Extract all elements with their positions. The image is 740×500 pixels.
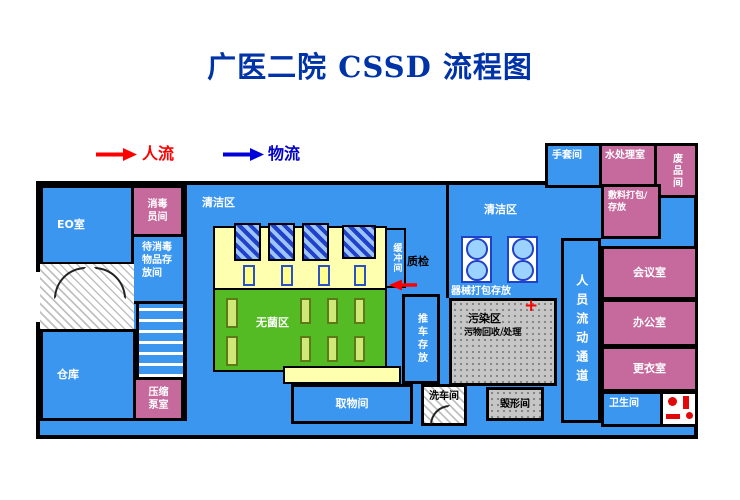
personnel-corridor: 人员流动通道: [561, 238, 601, 423]
room-awaiting-disinfection: 待消毒物品存放间: [131, 234, 186, 304]
room-cart-storage: 推车存放: [402, 294, 440, 384]
work-table: [327, 336, 338, 362]
work-table: [226, 298, 238, 328]
staircase: [136, 301, 186, 380]
room-toilet: 卫生间: [601, 391, 663, 427]
room-contaminated: 污染区 污物回收/处理: [449, 298, 557, 386]
work-table: [354, 265, 366, 286]
material-flow-arrow-icon: [223, 148, 264, 161]
room-pickup: 取物间: [291, 384, 413, 424]
label-quality-check: 质检: [407, 255, 429, 268]
room-disinfection-staff: 消毒员间: [131, 185, 184, 237]
toilet-fixture-area: [660, 391, 698, 427]
work-table: [243, 265, 255, 286]
counter: [283, 366, 401, 384]
work-table: [318, 265, 330, 286]
room-cart-washing: 洗车间: [421, 384, 467, 426]
legend-people-flow-label: 人流: [142, 144, 175, 163]
washer-drum: [465, 259, 488, 281]
room-water-treatment: 水处理室: [599, 143, 657, 188]
room-eo: EO室: [40, 185, 134, 265]
work-table: [281, 265, 293, 286]
red-cross-icon: +: [524, 296, 539, 316]
room-meeting: 会议室: [601, 246, 698, 300]
toilet-fixture-icon: [683, 396, 689, 409]
people-flow-plan-arrow-icon: [389, 279, 417, 291]
room-glove: 手套间: [545, 143, 602, 188]
door-arc: [430, 405, 450, 425]
sterilizer-unit: [302, 223, 329, 261]
people-flow-arrow-icon: [96, 148, 137, 161]
legend-material-flow-label: 物流: [268, 144, 301, 163]
washer-unit: [461, 236, 492, 283]
label-sterile-area: 无菌区: [256, 316, 289, 329]
room-changing: 更衣室: [601, 346, 698, 392]
washer-unit: [507, 236, 538, 283]
room-scrap: 废品间: [654, 143, 698, 198]
toilet-fixture-icon: [666, 414, 680, 419]
room-destruction: 毁形间: [486, 387, 544, 421]
label-clean-area-left: 清洁区: [202, 196, 235, 209]
entrance-opening: [36, 272, 41, 322]
room-warehouse: 仓库: [40, 329, 136, 421]
label-clean-area-right: 清洁区: [484, 203, 517, 216]
work-table: [354, 298, 365, 324]
toilet-fixture-icon: [686, 412, 693, 419]
room-compression-pump: 压缩泵室: [133, 377, 184, 421]
entrance-lobby: [40, 264, 134, 330]
work-table: [226, 336, 238, 366]
page-title: 广医二院 CSSD 流程图: [207, 50, 533, 84]
work-table: [300, 336, 311, 362]
toilet-fixture-icon: [668, 397, 677, 406]
room-office: 办公室: [601, 299, 698, 347]
washer-drum: [511, 259, 534, 281]
wall: [446, 185, 449, 298]
sterilizer-unit: [234, 223, 261, 261]
label-instrument-packing: 器械打包存放: [451, 286, 511, 297]
washer-drum: [511, 238, 534, 260]
washer-drum: [465, 238, 488, 260]
work-table: [327, 298, 338, 324]
sterilizer-unit: [268, 223, 295, 261]
work-table: [354, 336, 365, 362]
work-table: [300, 298, 311, 324]
room-dressing-packing: 敷料打包/存放: [601, 184, 661, 239]
sterilizer-unit: [342, 225, 376, 259]
